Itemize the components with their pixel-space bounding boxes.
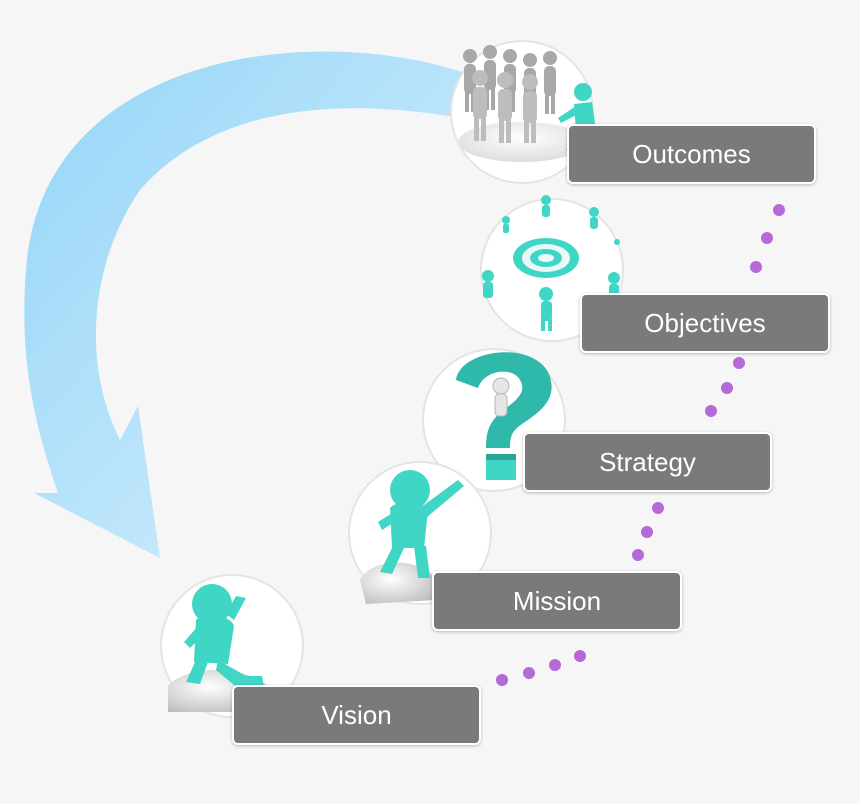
step-label-mission: Mission xyxy=(432,571,682,631)
step-label-vision: Vision xyxy=(232,685,481,745)
progress-dots xyxy=(496,204,785,686)
step-label-strategy: Strategy xyxy=(523,432,772,492)
step-label-objectives-text: Objectives xyxy=(644,307,766,338)
step-label-outcomes: Outcomes xyxy=(567,124,816,184)
return-arrow xyxy=(24,51,462,559)
step-label-objectives: Objectives xyxy=(580,293,830,353)
figure-shading-eyes-on-rock-icon xyxy=(160,574,304,718)
step-label-vision-text: Vision xyxy=(321,699,392,730)
step-label-mission-text: Mission xyxy=(512,585,602,616)
step-label-outcomes-text: Outcomes xyxy=(632,138,751,169)
figure-pointing-on-rock-icon xyxy=(348,461,492,605)
crowd-with-leader-icon xyxy=(450,40,602,184)
step-label-strategy-text: Strategy xyxy=(599,446,696,477)
